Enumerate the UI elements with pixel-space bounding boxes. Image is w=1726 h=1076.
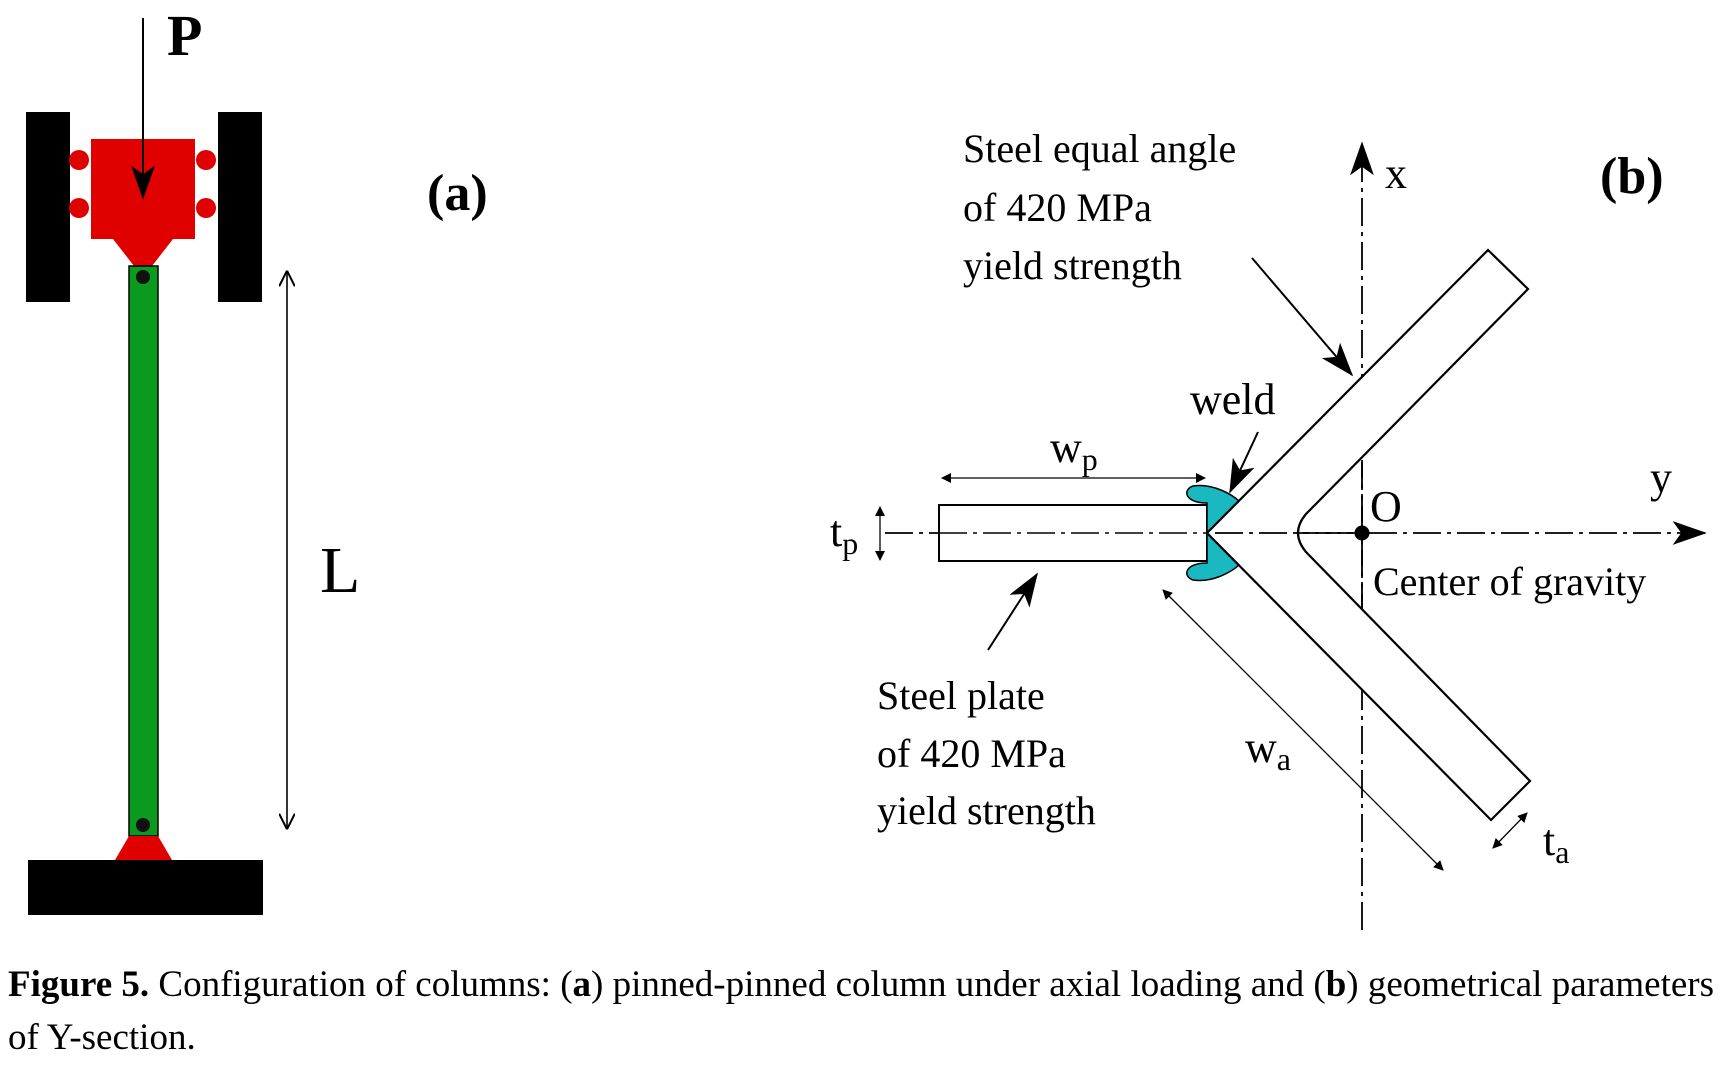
angle-leader-arrow-icon xyxy=(1251,257,1354,377)
ta-label: ta xyxy=(1543,816,1569,870)
weld-leader-arrow-icon xyxy=(1229,431,1259,494)
caption-text-2: ) pinned-pinned column under axial loadi… xyxy=(591,964,1326,1005)
center-of-gravity-point xyxy=(1354,525,1370,541)
caption-part-b: b xyxy=(1325,964,1347,1005)
caption-part-a: a xyxy=(572,964,592,1005)
angle-label-line-2: of 420 MPa xyxy=(963,185,1152,230)
wa-main: w xyxy=(1245,723,1277,772)
panel-a: P (a) L xyxy=(26,3,488,915)
figure-number: Figure 5. xyxy=(8,964,150,1005)
base-support xyxy=(28,860,263,915)
column-member xyxy=(128,265,159,837)
tp-subscript: p xyxy=(842,525,858,561)
figure-caption: Figure 5. Configuration of columns: (a) … xyxy=(8,958,1718,1064)
weld-label: weld xyxy=(1190,375,1276,424)
tp-main: t xyxy=(830,507,842,556)
plate-label-line-3: yield strength xyxy=(877,788,1096,833)
plate-leader-arrow-icon xyxy=(987,572,1038,651)
caption-text-3: ) geometrical parameters of Y-section. xyxy=(8,964,1715,1058)
panel-b-label: (b) xyxy=(1600,148,1664,205)
roller-circle xyxy=(69,198,89,218)
figure-drawing: P (a) L (b) xyxy=(26,3,1707,930)
plate-label-line-2: of 420 MPa xyxy=(877,731,1066,776)
origin-label: O xyxy=(1370,482,1402,531)
length-label: L xyxy=(320,534,360,607)
bottom-pin-icon xyxy=(136,818,150,832)
ta-dimension-icon xyxy=(1492,812,1528,849)
tp-label: tp xyxy=(830,507,858,561)
plate-label-line-1: Steel plate xyxy=(877,673,1045,718)
roller-circle xyxy=(196,198,216,218)
roller-circle xyxy=(196,150,216,170)
bottom-pin-bracket xyxy=(115,836,172,860)
wp-subscript: p xyxy=(1082,441,1098,477)
left-side-frame xyxy=(26,112,70,302)
top-pin-icon xyxy=(136,270,150,284)
right-side-frame xyxy=(218,112,262,302)
wa-dimension-icon xyxy=(1162,589,1444,871)
center-of-gravity-label: Center of gravity xyxy=(1373,559,1646,604)
wa-subscript: a xyxy=(1277,741,1291,777)
roller-circle xyxy=(69,150,89,170)
top-pin-bracket xyxy=(113,239,173,266)
ta-subscript: a xyxy=(1555,834,1569,870)
panel-a-label: (a) xyxy=(427,165,488,222)
y-axis-label: y xyxy=(1650,453,1672,502)
wp-main: w xyxy=(1050,423,1082,472)
wp-label: wp xyxy=(1050,423,1098,477)
panel-b: (b) x y O Center of gravity Steel equal … xyxy=(830,126,1707,930)
angle-label-line-3: yield strength xyxy=(963,243,1182,288)
angle-label-line-1: Steel equal angle xyxy=(963,126,1236,171)
load-label: P xyxy=(167,3,202,68)
x-axis-label: x xyxy=(1385,149,1407,198)
wa-label: wa xyxy=(1245,723,1291,777)
weld-lower xyxy=(1186,531,1242,582)
caption-text-1: Configuration of columns: ( xyxy=(149,964,573,1005)
ta-main: t xyxy=(1543,816,1555,865)
weld-upper xyxy=(1186,484,1242,535)
